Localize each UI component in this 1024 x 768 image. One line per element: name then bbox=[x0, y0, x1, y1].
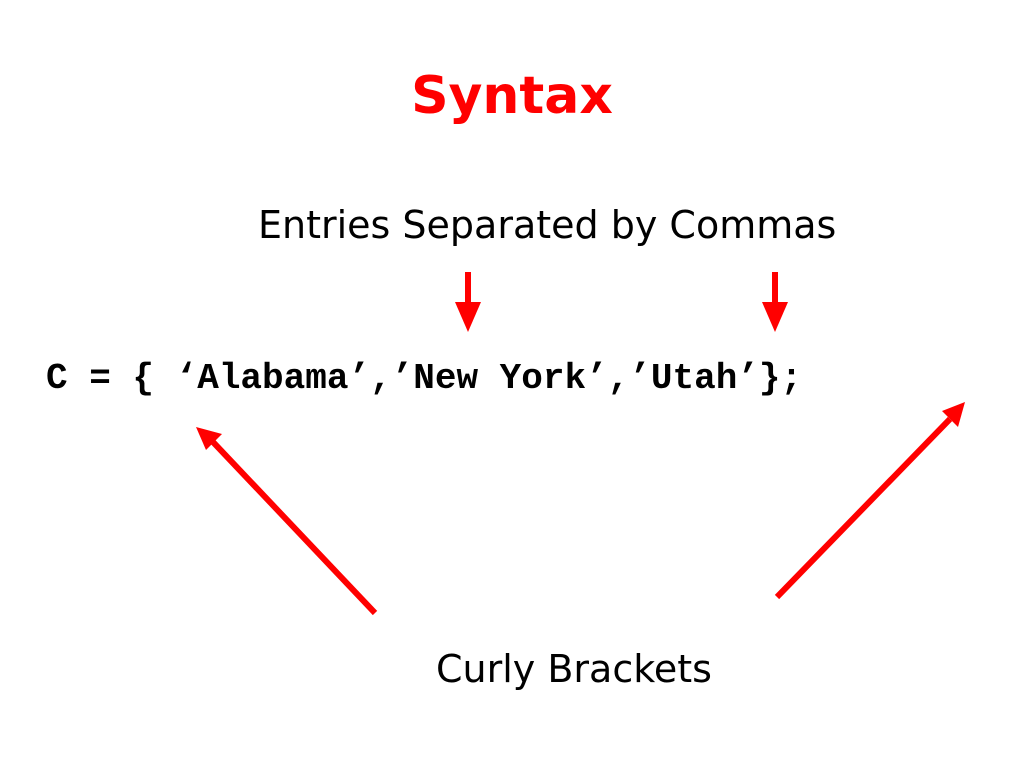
arrow-open-bracket bbox=[196, 427, 378, 616]
arrow-comma-right bbox=[762, 272, 788, 332]
curly-brackets-label: Curly Brackets bbox=[436, 647, 712, 691]
commas-label: Entries Separated by Commas bbox=[258, 203, 837, 247]
slide-title: Syntax bbox=[411, 66, 613, 126]
arrow-comma-left bbox=[455, 272, 481, 332]
arrow-close-bracket bbox=[774, 402, 965, 600]
code-line: C = { ‘Alabama’,’New York’,’Utah’}; bbox=[46, 358, 803, 399]
